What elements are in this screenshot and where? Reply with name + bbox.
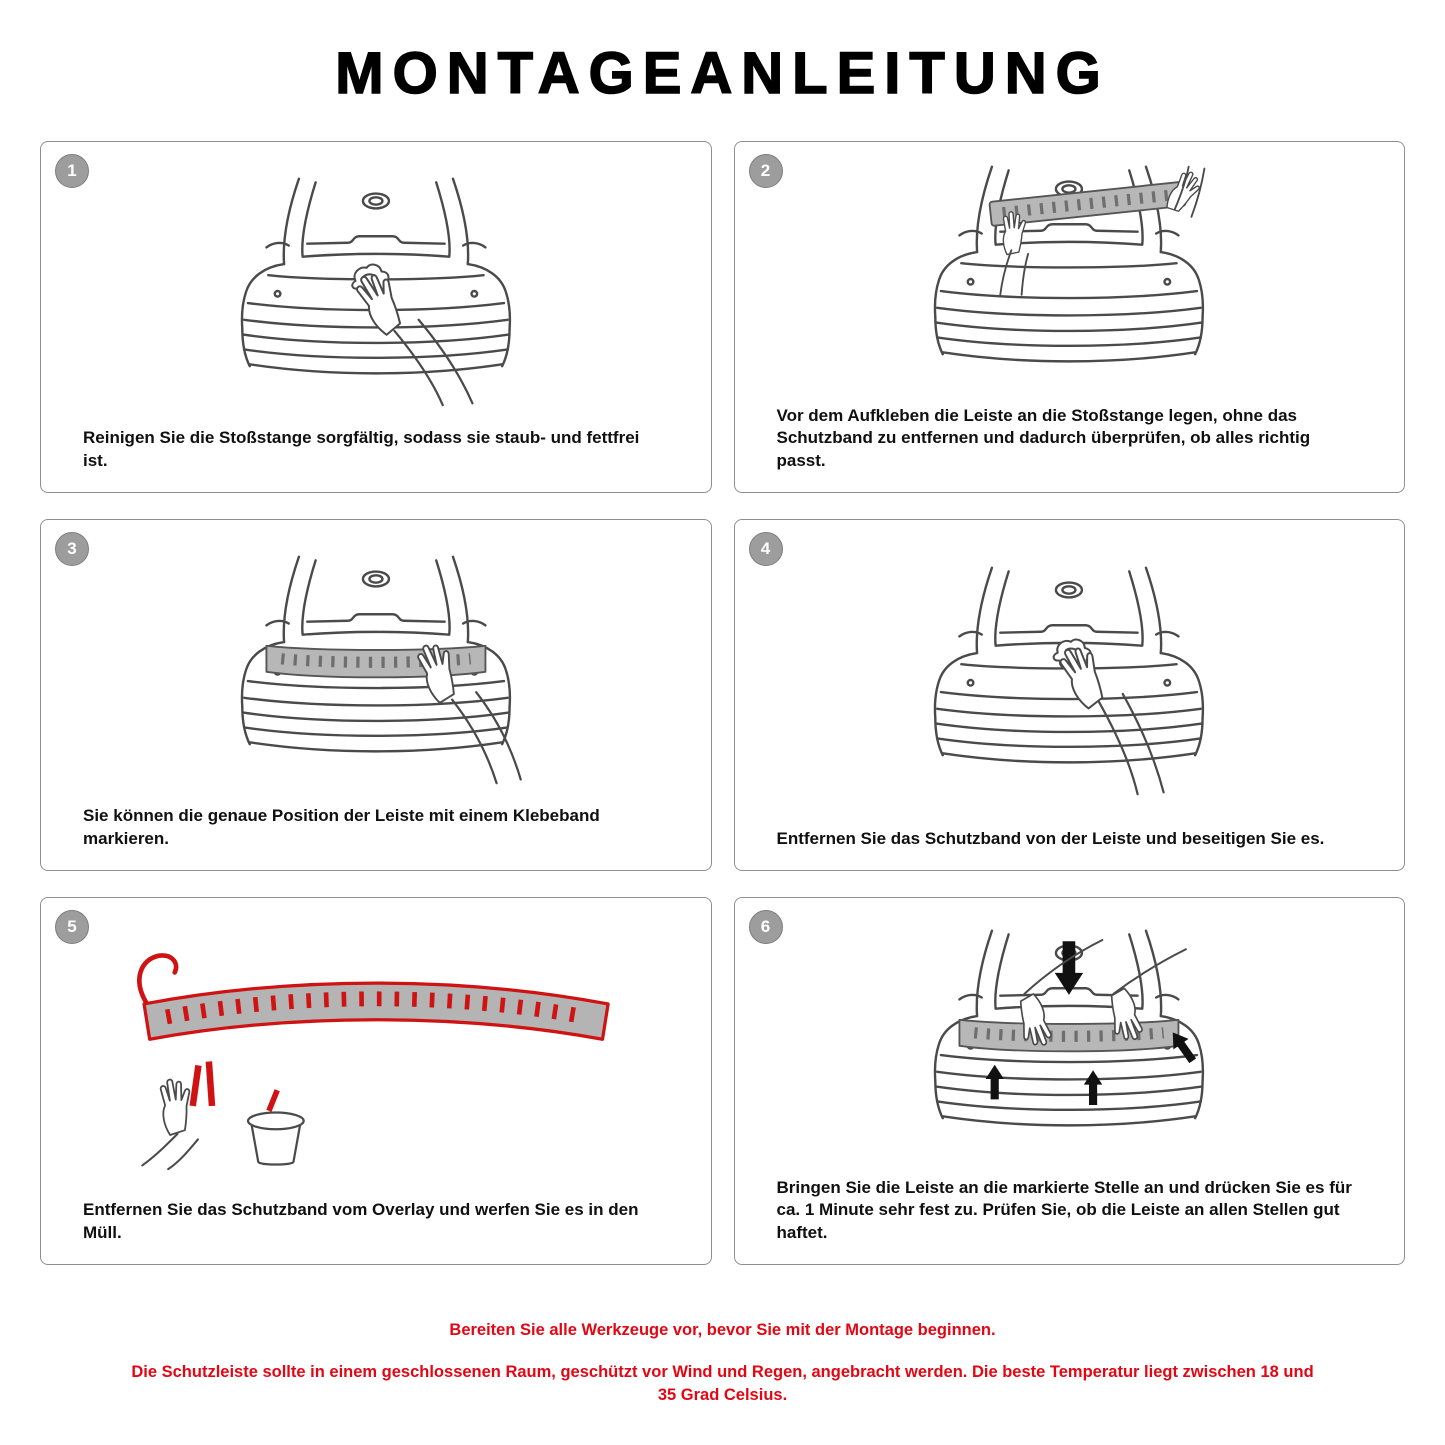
step-3-illustration <box>55 532 697 805</box>
step-number: 6 <box>760 917 771 936</box>
step-badge: 5 <box>55 910 89 944</box>
step-badge: 4 <box>748 532 783 566</box>
step-badge: 3 <box>55 532 89 566</box>
overlay-strip-peel-trash-illustration <box>136 952 610 1170</box>
press-strip-in-place-illustration <box>934 929 1205 1127</box>
footer-note-temperature: Die Schutzleiste sollte in einem geschlo… <box>131 1363 1314 1404</box>
footer-warnings: Bereiten Sie alle Werkzeuge vor, bevor S… <box>40 1319 1405 1406</box>
step-caption: Entfernen Sie das Schutzband vom Overlay… <box>83 1200 639 1242</box>
step-4-illustration <box>749 532 1391 828</box>
step-panel-4: 4 Entfernen Sie das Schutzband von der L… <box>733 519 1405 871</box>
remove-protective-band-illustration <box>934 566 1205 796</box>
steps-grid: 1 Reinigen Sie die Stoßstange sorgfältig… <box>40 141 1405 1265</box>
step-caption: Bringen Sie die Leiste an die markierte … <box>776 1177 1352 1242</box>
step-6-illustration <box>749 910 1391 1177</box>
step-caption: Reinigen Sie die Stoßstange sorgfältig, … <box>83 428 640 470</box>
step-badge: 6 <box>748 910 783 944</box>
instruction-sheet: MONTAGEANLEITUNG 1 Reinigen Sie die Stoß… <box>40 40 1405 1406</box>
step-5-illustration <box>55 910 697 1199</box>
step-badge: 2 <box>748 154 783 188</box>
step-panel-6: 6 Bringen Sie die L <box>733 897 1405 1265</box>
car-cleaning-illustration <box>240 177 511 406</box>
strip-position-marking-illustration <box>240 555 522 784</box>
step-caption: Sie können die genaue Position der Leist… <box>83 806 600 848</box>
step-panel-3: 3 Sie können die genaue Position der Lei… <box>40 519 712 871</box>
footer-note-tools: Bereiten Sie alle Werkzeuge vor, bevor S… <box>449 1321 996 1339</box>
step-number: 1 <box>67 161 77 180</box>
step-panel-5: 5 <box>40 897 712 1265</box>
step-2-illustration <box>749 154 1391 405</box>
step-badge: 1 <box>55 154 89 188</box>
step-caption: Vor dem Aufkleben die Leiste an die Stoß… <box>776 405 1311 470</box>
strip-test-fit-illustration <box>934 165 1206 363</box>
step-1-illustration <box>55 154 697 427</box>
step-caption: Entfernen Sie das Schutzband von der Lei… <box>776 828 1325 848</box>
step-panel-1: 1 Reinigen Sie die Stoßstange sorgfältig… <box>40 141 712 493</box>
step-number: 3 <box>67 539 77 558</box>
page-title: MONTAGEANLEITUNG <box>335 40 1110 107</box>
step-number: 5 <box>67 917 77 936</box>
step-panel-2: 2 <box>733 141 1405 493</box>
step-number: 2 <box>760 161 771 180</box>
step-number: 4 <box>760 539 771 558</box>
